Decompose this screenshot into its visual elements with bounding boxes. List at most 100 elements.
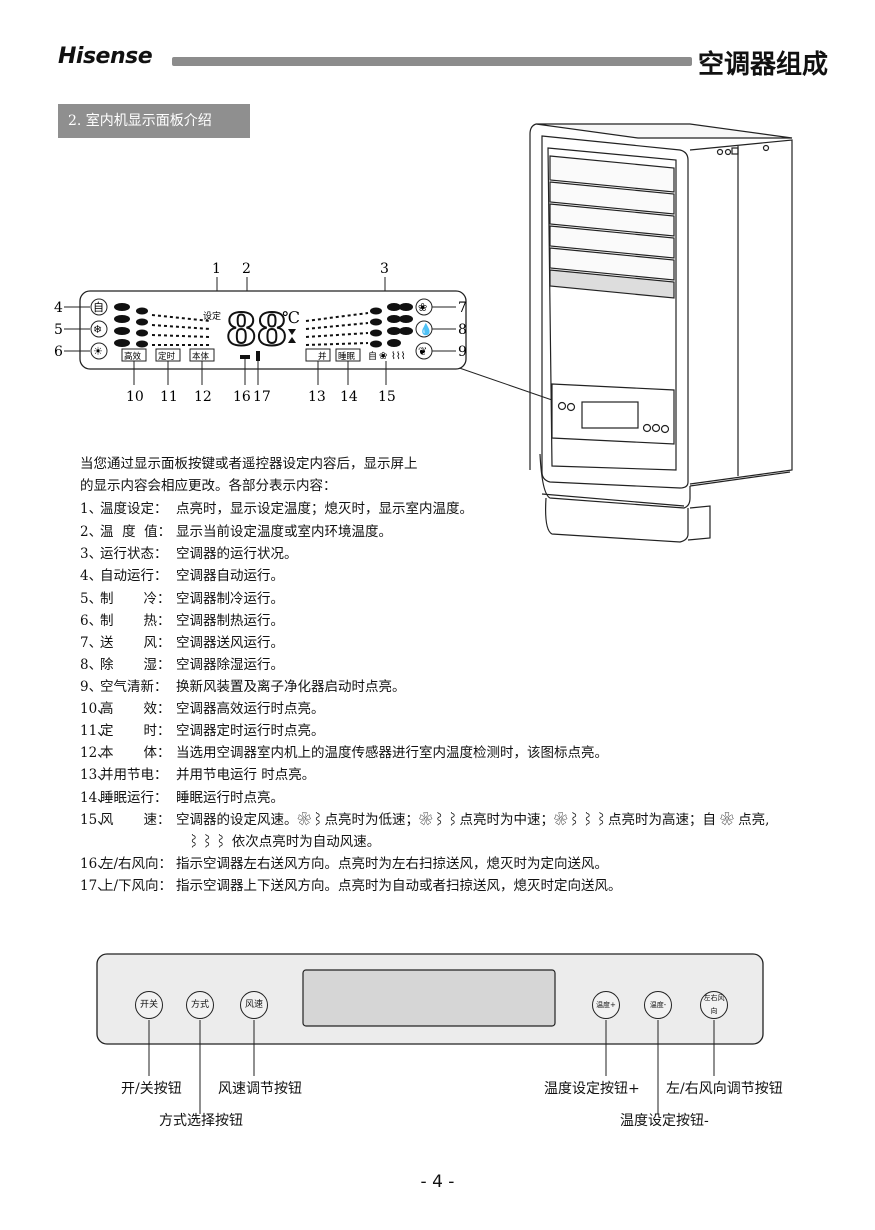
item-text: 指示空调器上下送风方向。点亮时为自动或者扫掠送风，熄灭时定向送风。 <box>176 878 622 894</box>
fan-speed-button[interactable]: 风速 <box>240 991 268 1019</box>
temp-up-button[interactable]: 温度+ <box>592 991 620 1019</box>
item-number: 5、 <box>80 591 103 607</box>
callout-3: 3 <box>380 261 389 277</box>
callout-5: 5 <box>54 322 63 338</box>
callout-17: 17 <box>253 389 271 405</box>
callout-2: 2 <box>242 261 251 277</box>
item-label: 高 效： <box>100 701 171 717</box>
auto-mode-icon-label: 自 <box>93 301 104 314</box>
intro-line-2: 的显示内容会相应更改。各部分表示内容： <box>80 478 337 494</box>
item-text: 空调器制热运行。 <box>176 613 284 629</box>
item-number: 4、 <box>80 568 103 584</box>
control-display-window <box>302 969 556 1027</box>
svg-text:💧: 💧 <box>419 323 433 336</box>
list-item: 1、温度设定：点亮时，显示设定温度；熄灭时，显示室内温度。 <box>80 497 473 517</box>
item-label: 并用节电： <box>100 767 168 783</box>
item-text: 并用节电运行 时点亮。 <box>176 767 316 783</box>
power-button-label: 开/关按钮 <box>121 1081 182 1097</box>
list-item: 12、本 体：当选用空调器室内机上的温度传感器进行室内温度检测时，该图标点亮。 <box>80 741 608 761</box>
item-label: 左/右风向： <box>100 856 173 872</box>
svg-text:并: 并 <box>318 351 327 362</box>
item-number: 13、 <box>80 767 111 783</box>
item-label: 睡眠运行： <box>100 790 168 806</box>
item-number: 3、 <box>80 546 103 562</box>
item-label: 定 时： <box>100 723 171 739</box>
temperature-digits: 88 <box>226 305 287 356</box>
item-text: 睡眠运行时点亮。 <box>176 790 284 806</box>
item-number: 14、 <box>80 790 111 806</box>
svg-text:睡眠: 睡眠 <box>338 352 356 362</box>
item-text: 空调器的运行状况。 <box>176 546 298 562</box>
callout-6: 6 <box>54 344 63 360</box>
ac-unit-illustration <box>529 123 793 543</box>
item-text: 指示空调器左右送风方向。点亮时为左右扫掠送风，熄灭时为定向送风。 <box>176 856 608 872</box>
swing-button[interactable]: 左右风向 <box>700 991 728 1019</box>
temp-up-label: 温度设定按钮+ <box>544 1081 640 1097</box>
up-arrow-icon <box>288 329 296 335</box>
list-item: 10、高 效：空调器高效运行时点亮。 <box>80 697 325 717</box>
item-number: 17、 <box>80 878 111 894</box>
svg-text:☀: ☀ <box>93 345 103 358</box>
list-item: 11、定 时：空调器定时运行时点亮。 <box>80 719 325 739</box>
callout-4: 4 <box>54 300 63 316</box>
item-label: 上/下风向： <box>100 878 173 894</box>
item-15-continuation: ⌇⌇⌇ 依次点亮时为自动风速。 <box>187 834 381 850</box>
right-status-bars <box>370 303 413 348</box>
callout-8: 8 <box>458 322 467 338</box>
list-item: 9、空气清新：换新风装置及离子净化器启动时点亮。 <box>80 675 406 695</box>
item-number: 10、 <box>80 701 111 717</box>
item-label: 温 度 值： <box>100 524 172 540</box>
control-panel-diagram <box>96 953 764 1045</box>
item-label: 自动运行： <box>100 568 168 584</box>
page-title: 空调器组成 <box>698 50 829 80</box>
item-number: 2、 <box>80 524 103 540</box>
callout-15: 15 <box>378 389 396 405</box>
item-text: 空调器自动运行。 <box>176 568 284 584</box>
item-label: 除 湿： <box>100 657 171 673</box>
fan-button-label: 风速调节按钮 <box>218 1081 302 1097</box>
fan-speed-auto: 自 <box>368 350 377 362</box>
callout-14: 14 <box>340 389 358 405</box>
item-text: 显示当前设定温度或室内环境温度。 <box>176 524 392 540</box>
svg-text:定时: 定时 <box>158 351 176 362</box>
list-item: 8、除 湿：空调器除湿运行。 <box>80 653 284 673</box>
brand-logo: Hisense <box>58 44 153 69</box>
temp-down-button[interactable]: 温度- <box>644 991 672 1019</box>
item-text: 换新风装置及离子净化器启动时点亮。 <box>176 679 406 695</box>
list-item: 2、温 度 值：显示当前设定温度或室内环境温度。 <box>80 520 392 540</box>
list-item: 3、运行状态： 空调器的运行状况。 <box>80 542 298 562</box>
list-item: 13、并用节电： 并用节电运行 时点亮。 <box>80 763 315 783</box>
fan-speed-levels: ⌇⌇⌇ <box>391 351 406 362</box>
item-number: 15、 <box>80 812 111 828</box>
page-number: - 4 - <box>420 1172 455 1192</box>
item-label: 运行状态： <box>100 546 168 562</box>
left-status-bars <box>114 303 148 348</box>
list-item: 4、自动运行： 空调器自动运行。 <box>80 564 284 584</box>
item-text: 空调器的设定风速。❀⌇点亮时为低速；❀⌇⌇点亮时为中速；❀⌇⌇⌇点亮时为高速；自… <box>176 812 770 828</box>
item-label: 温度设定： <box>100 501 168 517</box>
list-item: 14、睡眠运行： 睡眠运行时点亮。 <box>80 786 284 806</box>
temp-down-label: 温度设定按钮- <box>620 1113 709 1129</box>
snowflake-icon <box>90 320 108 338</box>
callout-13: 13 <box>308 389 326 405</box>
sun-icon <box>90 342 108 360</box>
item-label: 空气清新： <box>100 679 168 695</box>
item-label: 风 速： <box>100 812 171 828</box>
item-label: 送 风： <box>100 635 171 651</box>
list-item: 6、制 热：空调器制热运行。 <box>80 609 284 629</box>
celsius-unit: ℃ <box>282 308 300 327</box>
item-number: 8、 <box>80 657 103 673</box>
down-arrow-icon <box>288 337 296 343</box>
item-number: 6、 <box>80 613 103 629</box>
list-item: 5、制 冷：空调器制冷运行。 <box>80 587 284 607</box>
item-text: 空调器送风运行。 <box>176 635 284 651</box>
intro-line-1: 当您通过显示面板按键或者遥控器设定内容后，显示屏上 <box>80 456 418 472</box>
list-item: 17、上/下风向：指示空调器上下送风方向。点亮时为自动或者扫掠送风，熄灭时定向送… <box>80 874 622 894</box>
callout-10: 10 <box>126 389 144 405</box>
section-title: 2. 室内机显示面板介绍 <box>58 104 250 138</box>
mode-button[interactable]: 方式 <box>186 991 214 1019</box>
fan-speed-icon: ❀ <box>379 351 387 362</box>
svg-text:本体: 本体 <box>192 351 210 362</box>
callout-1: 1 <box>212 261 221 277</box>
power-button[interactable]: 开关 <box>135 991 163 1019</box>
